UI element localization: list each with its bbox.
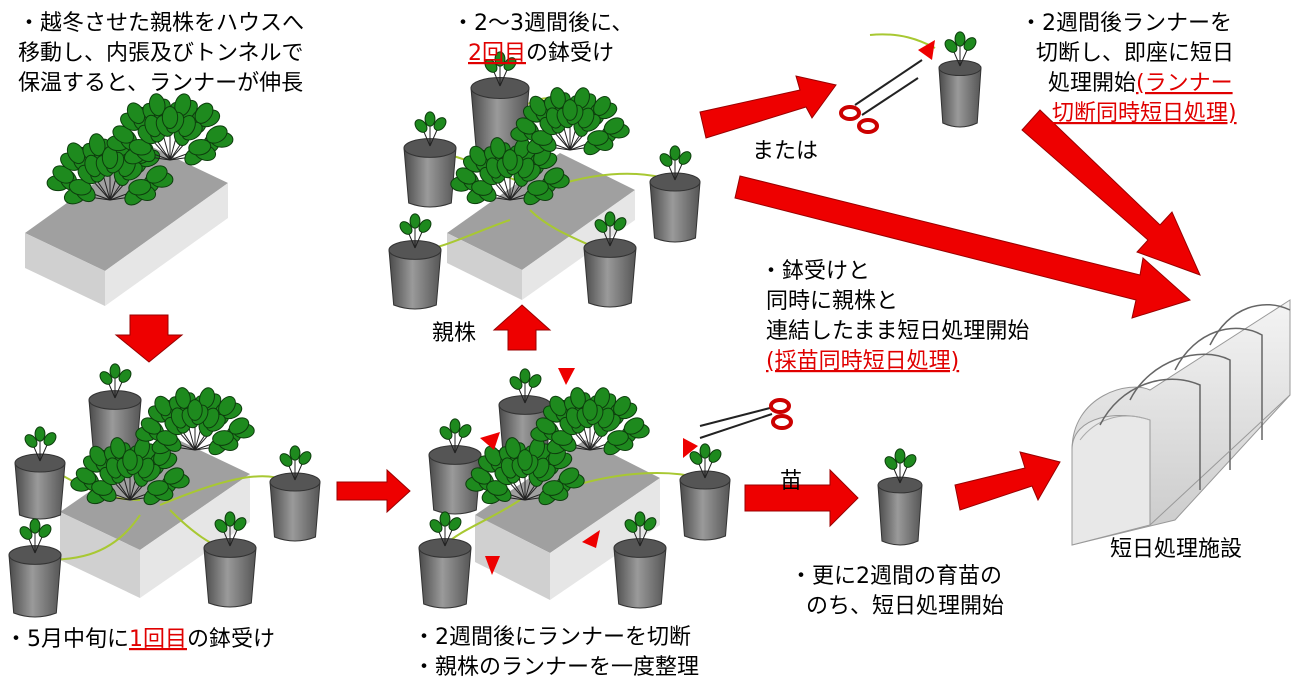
- pot: [269, 472, 321, 542]
- pot: [418, 538, 472, 609]
- mother-plant: [465, 437, 585, 506]
- pot: [613, 538, 667, 609]
- label-oyakabu: 親株: [432, 321, 476, 346]
- scissors-icon-bottom: [699, 398, 793, 439]
- sprout: [944, 31, 977, 67]
- sprout: [884, 448, 917, 484]
- flow-arrows: [114, 75, 1201, 528]
- cut-markers: [480, 40, 935, 575]
- pot: [679, 470, 731, 541]
- arrow-seedling: [744, 468, 859, 528]
- mother-plant: [530, 387, 650, 456]
- label-mataha: または: [752, 139, 818, 164]
- sprout: [429, 511, 462, 547]
- sprout: [689, 443, 722, 479]
- label-facility: 短日処理施設: [1110, 537, 1242, 562]
- sprout: [99, 363, 132, 399]
- sprout: [439, 418, 472, 454]
- pot: [388, 240, 442, 310]
- label-nae: 苗: [780, 469, 802, 494]
- sprout: [279, 445, 312, 481]
- sprout: [594, 211, 627, 247]
- labels: ・越冬させた親株をハウスへ移動し、内張及びトンネルで保温すると、ランナーが伸長 …: [5, 11, 1242, 678]
- short-day-facility: [1071, 299, 1291, 546]
- pot: [649, 172, 701, 243]
- arrow-down: [114, 314, 184, 363]
- mother-plant: [510, 87, 630, 156]
- label-nursery: ・更に2週間の育苗ののち、短日処理開始: [790, 564, 1004, 619]
- sprout: [214, 511, 247, 547]
- label-winter: ・越冬させた親株をハウスへ移動し、内張及びトンネルで保温すると、ランナーが伸長: [18, 11, 304, 96]
- sprout: [414, 111, 447, 147]
- label-runner-cut: ・2週間後にランナーを切断・親株のランナーを一度整理: [413, 625, 699, 678]
- sprout: [24, 426, 57, 462]
- sprout: [484, 51, 517, 87]
- label-first-potting: ・5月中旬に1回目の鉢受け: [5, 627, 275, 652]
- pot: [877, 476, 923, 546]
- sprout: [19, 518, 52, 554]
- mother-plant: [135, 387, 255, 456]
- arrow-to-facility-diagonal: [1021, 109, 1201, 276]
- scissors-icon-top: [839, 59, 923, 134]
- label-second-potting: ・2～3週間後に、2回目の鉢受け: [452, 11, 633, 66]
- planter-box-winter: [25, 145, 228, 306]
- arrow-upper-right: [699, 75, 837, 139]
- sprout: [399, 213, 432, 249]
- mother-plant: [70, 437, 190, 506]
- pot: [583, 238, 637, 308]
- label-simultaneous: ・鉢受けと同時に親株と連結したまま短日処理開始(採苗同時短日処理): [760, 259, 1029, 374]
- pot: [14, 453, 66, 520]
- label-runner-cut-shortday: ・2週間後ランナーを切断し、即座に短日処理開始(ランナー切断同時短日処理): [1020, 11, 1237, 126]
- mother-plant: [106, 93, 234, 166]
- pot: [203, 538, 257, 608]
- arrow-to-facility-bottom: [954, 451, 1061, 511]
- pot: [403, 138, 457, 208]
- pot: [938, 59, 982, 128]
- pot: [8, 545, 62, 618]
- sprout: [659, 145, 692, 181]
- pot: [428, 445, 482, 515]
- strawberry-plants: [19, 31, 977, 554]
- arrow-right-1: [336, 468, 411, 514]
- sprout: [624, 511, 657, 547]
- sprout: [509, 368, 542, 404]
- arrow-up: [492, 304, 552, 351]
- arrow-to-facility-long: [734, 175, 1191, 319]
- mother-plant: [450, 137, 570, 206]
